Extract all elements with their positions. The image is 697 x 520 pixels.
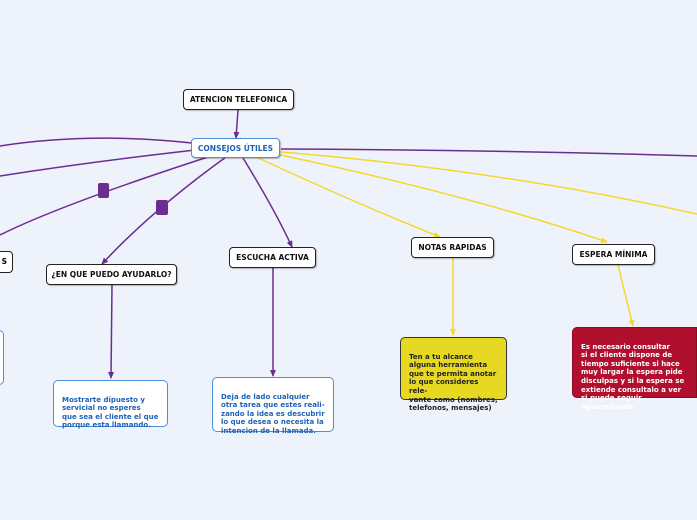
- offscreen-left-topic[interactable]: S: [0, 251, 13, 273]
- link-offscreen-left-1: [0, 137, 193, 147]
- note-espera-minima-text: Es necesario consultar si el cliente dis…: [581, 342, 685, 411]
- note-en-que-puedo-ayudarlo-text: Mostrarte dipuesto y servicial no espere…: [62, 395, 159, 430]
- relationship-marker[interactable]: [98, 183, 109, 198]
- note-en-que-puedo-ayudarlo[interactable]: Mostrarte dipuesto y servicial no espere…: [53, 380, 168, 430]
- topic-en-que-puedo-ayudarlo-label: ¿EN QUE PUEDO AYUDARLO?: [51, 270, 172, 279]
- note-escucha-activa[interactable]: Deja de lado cualquier otra tarea que es…: [212, 377, 334, 435]
- central-topic[interactable]: CONSEJOS ÚTILES: [191, 138, 280, 158]
- link-root-central: [233, 109, 240, 139]
- root-topic[interactable]: ATENCION TELEFONICA: [183, 89, 294, 110]
- topic-espera-minima-label: ESPERA MÍNIMA: [579, 250, 648, 259]
- central-topic-label: CONSEJOS ÚTILES: [197, 143, 274, 153]
- offscreen-left-topic-label: S: [1, 257, 7, 266]
- note-notas-rapidas[interactable]: Ten a tu alcance alguna herramienta que …: [400, 337, 507, 412]
- topic-espera-minima[interactable]: ESPERA MÍNIMA: [572, 244, 655, 265]
- offscreen-left-note[interactable]: [0, 330, 4, 385]
- relationship-marker[interactable]: [156, 200, 168, 215]
- note-escucha-activa-text: Deja de lado cualquier otra tarea que es…: [221, 392, 325, 435]
- link-offscreen-right-2: [280, 151, 697, 215]
- link-central-notas: [255, 156, 441, 238]
- note-espera-minima[interactable]: Es necesario consultar si el cliente dis…: [572, 327, 697, 411]
- topic-en-que-puedo-ayudarlo[interactable]: ¿EN QUE PUEDO AYUDARLO?: [46, 264, 177, 285]
- link-central-espera: [275, 153, 608, 243]
- link-offscreen-left-node: [0, 156, 209, 236]
- link-central-escucha: [242, 157, 293, 248]
- link-offscreen-right-1: [280, 148, 697, 157]
- topic-notas-rapidas-label: NOTAS RAPIDAS: [418, 243, 487, 252]
- note-notas-rapidas-text: Ten a tu alcance alguna herramienta que …: [409, 352, 498, 413]
- link-offscreen-left-2: [0, 149, 196, 177]
- link-espera-note: [617, 264, 635, 327]
- topic-escucha-activa[interactable]: ESCUCHA ACTIVA: [229, 247, 316, 268]
- topic-notas-rapidas[interactable]: NOTAS RAPIDAS: [411, 237, 494, 258]
- root-topic-label: ATENCION TELEFONICA: [189, 95, 288, 104]
- link-en-que-puedo-note: [108, 284, 115, 379]
- topic-escucha-activa-label: ESCUCHA ACTIVA: [236, 253, 309, 262]
